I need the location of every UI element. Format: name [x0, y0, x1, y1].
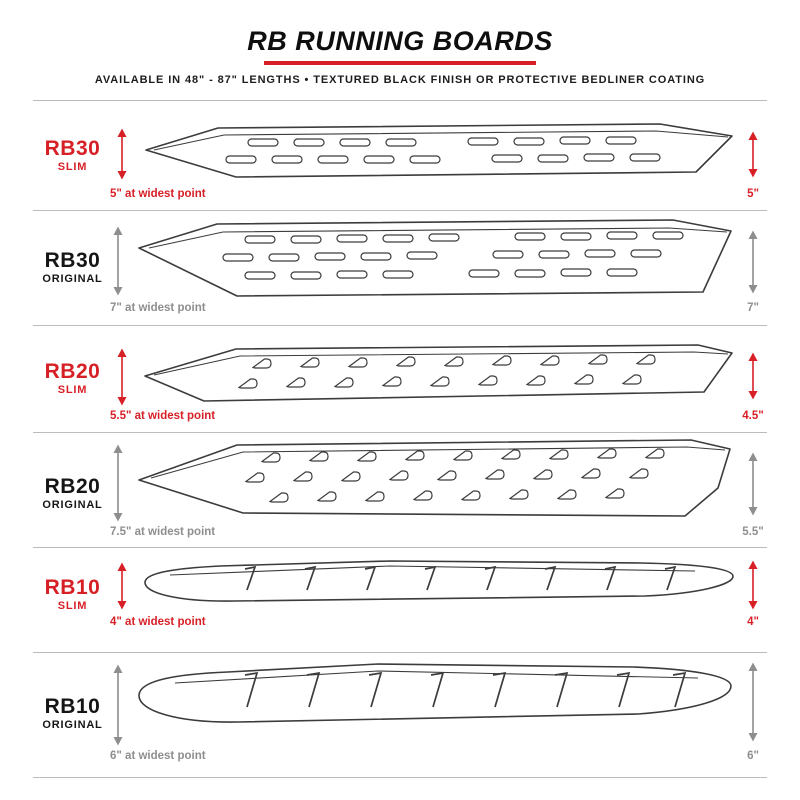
page-title: RB RUNNING BOARDS: [247, 26, 553, 56]
row-rb20-original: RB20 ORIGINAL: [0, 432, 800, 547]
row-rb20-slim: RB20 SLIM 5.5" at wides: [0, 325, 800, 432]
model-variant: ORIGINAL: [42, 273, 103, 286]
product-label: RB20 SLIM: [25, 360, 120, 397]
model-name: RB20: [44, 475, 101, 498]
height-dimension-arrow: [748, 452, 758, 516]
width-dimension-arrow: [117, 128, 127, 180]
row-divider: [33, 100, 767, 101]
product-label: RB20 ORIGINAL: [25, 475, 120, 512]
model-name: RB30: [44, 137, 101, 160]
rb10-original-board-diagram: [138, 663, 732, 723]
model-variant: ORIGINAL: [42, 719, 103, 732]
model-variant: SLIM: [57, 384, 88, 397]
tread-marks: [244, 671, 687, 708]
height-dimension-arrow: [748, 662, 758, 742]
height-caption: 7": [747, 302, 759, 314]
pill-slots: [222, 231, 684, 280]
height-dimension-arrow: [748, 352, 758, 400]
row-rb30-slim: RB30 SLIM 5" at widest point: [0, 100, 800, 210]
model-name: RB20: [44, 360, 101, 383]
rb20-slim-board-diagram: [144, 344, 733, 402]
model-variant: SLIM: [57, 161, 88, 174]
width-dimension-arrow: [113, 226, 123, 296]
model-variant: ORIGINAL: [42, 499, 103, 512]
tread-marks: [244, 565, 677, 591]
width-dimension-arrow: [113, 664, 123, 746]
height-dimension-arrow: [748, 230, 758, 294]
model-name: RB10: [44, 695, 101, 718]
row-divider: [33, 432, 767, 433]
row-divider: [33, 777, 767, 778]
rb30-slim-board-diagram: [145, 123, 733, 178]
width-caption: 6" at widest point: [110, 750, 206, 762]
height-caption: 4": [747, 616, 759, 628]
title-underline: [264, 61, 536, 65]
model-name: RB30: [44, 249, 101, 272]
product-label: RB30 SLIM: [25, 137, 120, 174]
width-caption: 7" at widest point: [110, 302, 206, 314]
model-variant: SLIM: [57, 600, 88, 613]
row-divider: [33, 210, 767, 211]
height-caption: 6": [747, 750, 759, 762]
width-caption: 7.5" at widest point: [110, 526, 216, 538]
page-subtitle: AVAILABLE IN 48" - 87" LENGTHS • TEXTURE…: [94, 74, 706, 86]
row-divider: [33, 325, 767, 326]
row-rb30-original: RB30 ORIGINAL: [0, 210, 800, 325]
height-dimension-arrow: [748, 560, 758, 610]
row-divider: [33, 547, 767, 548]
width-dimension-arrow: [117, 348, 127, 406]
rb20-original-board-diagram: [138, 439, 731, 517]
row-divider: [33, 652, 767, 653]
product-label: RB10 SLIM: [25, 576, 120, 613]
height-caption: 4.5": [742, 410, 764, 422]
width-dimension-arrow: [117, 562, 127, 610]
height-caption: 5.5": [742, 526, 764, 538]
height-dimension-arrow: [748, 131, 758, 178]
product-label: RB10 ORIGINAL: [25, 695, 120, 732]
rb10-slim-board-diagram: [144, 560, 734, 602]
width-caption: 4" at widest point: [110, 616, 206, 628]
width-caption: 5.5" at widest point: [110, 410, 216, 422]
model-name: RB10: [44, 576, 101, 599]
row-rb10-slim: RB10 SLIM 4" at widest point 4": [0, 547, 800, 652]
width-dimension-arrow: [113, 444, 123, 522]
product-label: RB30 ORIGINAL: [25, 249, 120, 286]
pill-slots: [225, 136, 661, 164]
width-caption: 5" at widest point: [110, 188, 206, 200]
rb30-original-board-diagram: [138, 219, 732, 297]
height-caption: 5": [747, 188, 759, 200]
row-rb10-original: RB10 ORIGINAL 6" at widest point 6": [0, 652, 800, 777]
